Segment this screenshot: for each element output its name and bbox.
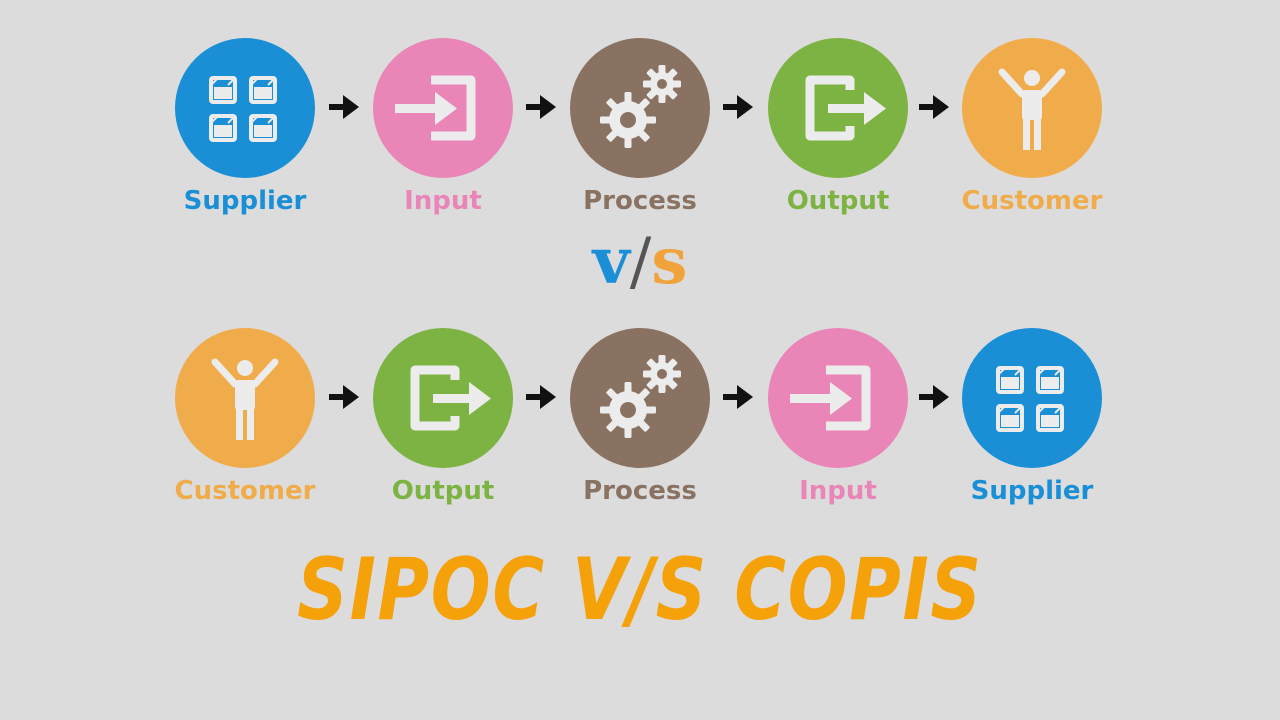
enter-icon-svg: [395, 75, 476, 141]
copis-step-process: Process: [540, 328, 740, 508]
step-label: Customer: [961, 186, 1103, 216]
page-title: SIPOC V/S COPIS: [297, 540, 983, 640]
step-label: Process: [583, 476, 697, 506]
person-icon: [175, 328, 315, 468]
step-label: Input: [404, 186, 482, 216]
copis-step-supplier: Supplier: [932, 328, 1132, 508]
step-label: Supplier: [970, 476, 1094, 506]
versus-s: s: [651, 224, 688, 299]
step-label: Input: [799, 476, 877, 506]
boxes-icon: [175, 38, 315, 178]
gears-icon-svg: [600, 355, 681, 438]
gears-icon-svg: [600, 65, 681, 148]
exit-icon-svg: [410, 365, 491, 431]
arrow-right-icon: [721, 90, 755, 124]
step-label: Process: [583, 186, 697, 216]
arrow-right-icon: [721, 380, 755, 414]
enter-icon: [373, 38, 513, 178]
sipoc-step-input: Input: [343, 38, 543, 218]
enter-icon: [768, 328, 908, 468]
step-label: Output: [786, 186, 890, 216]
arrow-right-icon: [524, 380, 558, 414]
sipoc-flow: Supplier Input Process Output: [0, 38, 1280, 218]
enter-icon-svg: [790, 365, 871, 431]
step-label: Customer: [174, 476, 316, 506]
copis-step-input: Input: [738, 328, 938, 508]
exit-icon: [768, 38, 908, 178]
arrow-right-icon: [917, 90, 951, 124]
person-icon: [962, 38, 1102, 178]
gears-icon: [570, 38, 710, 178]
copis-flow: Customer Output Process Input: [0, 328, 1280, 508]
gears-icon: [570, 328, 710, 468]
step-label: Output: [391, 476, 495, 506]
sipoc-step-process: Process: [540, 38, 740, 218]
exit-icon-svg: [805, 75, 886, 141]
boxes-icon-svg: [209, 76, 277, 142]
versus-mark: v/s: [540, 222, 740, 302]
boxes-icon-svg: [996, 366, 1064, 432]
copis-step-customer: Customer: [145, 328, 345, 508]
person-icon-svg: [211, 358, 279, 440]
sipoc-step-supplier: Supplier: [145, 38, 345, 218]
exit-icon: [373, 328, 513, 468]
boxes-icon: [962, 328, 1102, 468]
versus-v: v: [592, 224, 630, 299]
sipoc-step-output: Output: [738, 38, 938, 218]
sipoc-step-customer: Customer: [932, 38, 1132, 218]
versus-slash: /: [629, 225, 652, 299]
arrow-right-icon: [917, 380, 951, 414]
arrow-right-icon: [327, 90, 361, 124]
step-label: Supplier: [183, 186, 307, 216]
arrow-right-icon: [327, 380, 361, 414]
copis-step-output: Output: [343, 328, 543, 508]
person-icon-svg: [998, 68, 1066, 150]
arrow-right-icon: [524, 90, 558, 124]
